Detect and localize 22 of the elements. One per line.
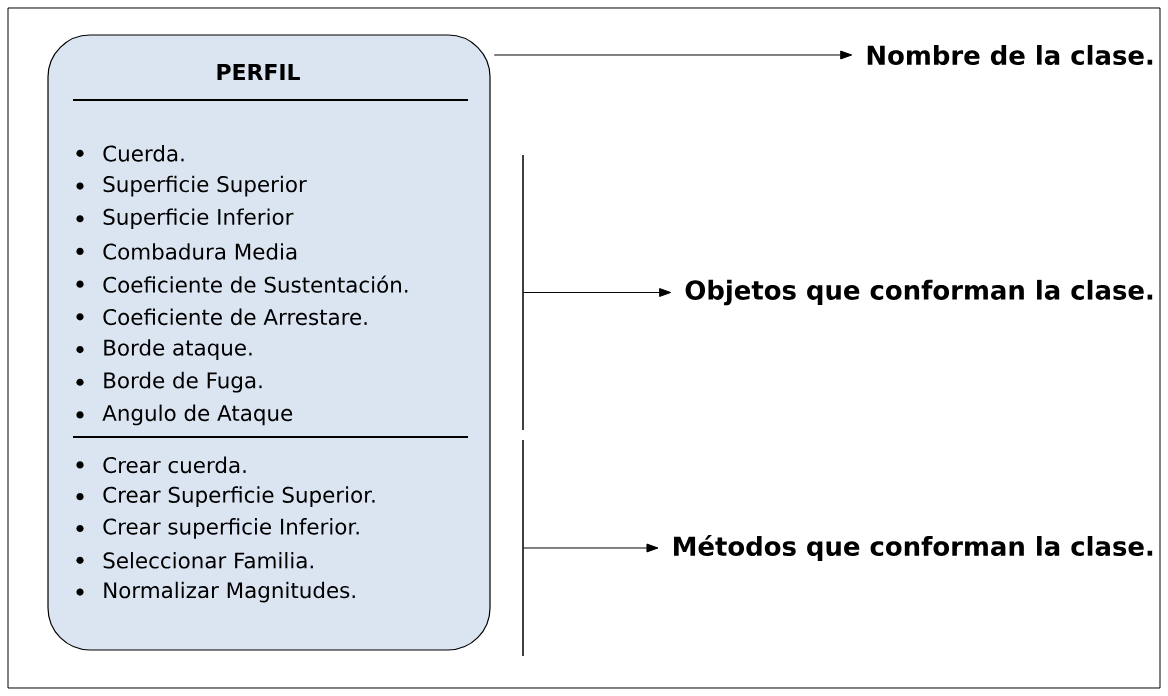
- arrow: [523, 288, 672, 297]
- list-item: Crear Superficie Superior.: [103, 486, 375, 508]
- bracket-line: [522, 439, 524, 657]
- description-label: Objetos que conforman la clase.: [685, 279, 1153, 306]
- list-item: Superficie Superior: [103, 175, 307, 197]
- list-item: Seleccionar Familia.: [103, 552, 313, 569]
- list-item: Angulo de Ataque: [102, 404, 293, 426]
- list-item: Cuerda.: [103, 145, 184, 162]
- list-item: Coeficiente de Sustentación.: [103, 275, 408, 293]
- arrow: [493, 50, 853, 60]
- list-item: Borde ataque.: [104, 339, 252, 360]
- description-label: Nombre de la clase.: [867, 44, 1153, 65]
- bracket-line: [522, 154, 524, 431]
- list-item: Combadura Media: [103, 243, 297, 260]
- arrow: [523, 543, 659, 553]
- list-item: Crear superficie Inferior.: [103, 518, 359, 539]
- list-item: Normalizar Magnitudes.: [104, 581, 355, 603]
- list-item: Coeficiente de Arrestare.: [103, 308, 367, 326]
- list-item: Crear cuerda.: [103, 456, 246, 474]
- description-label: Métodos que conforman la clase.: [674, 534, 1153, 562]
- list-item: Superficie Inferior: [103, 208, 294, 230]
- list-item: Borde de Fuga.: [104, 371, 262, 393]
